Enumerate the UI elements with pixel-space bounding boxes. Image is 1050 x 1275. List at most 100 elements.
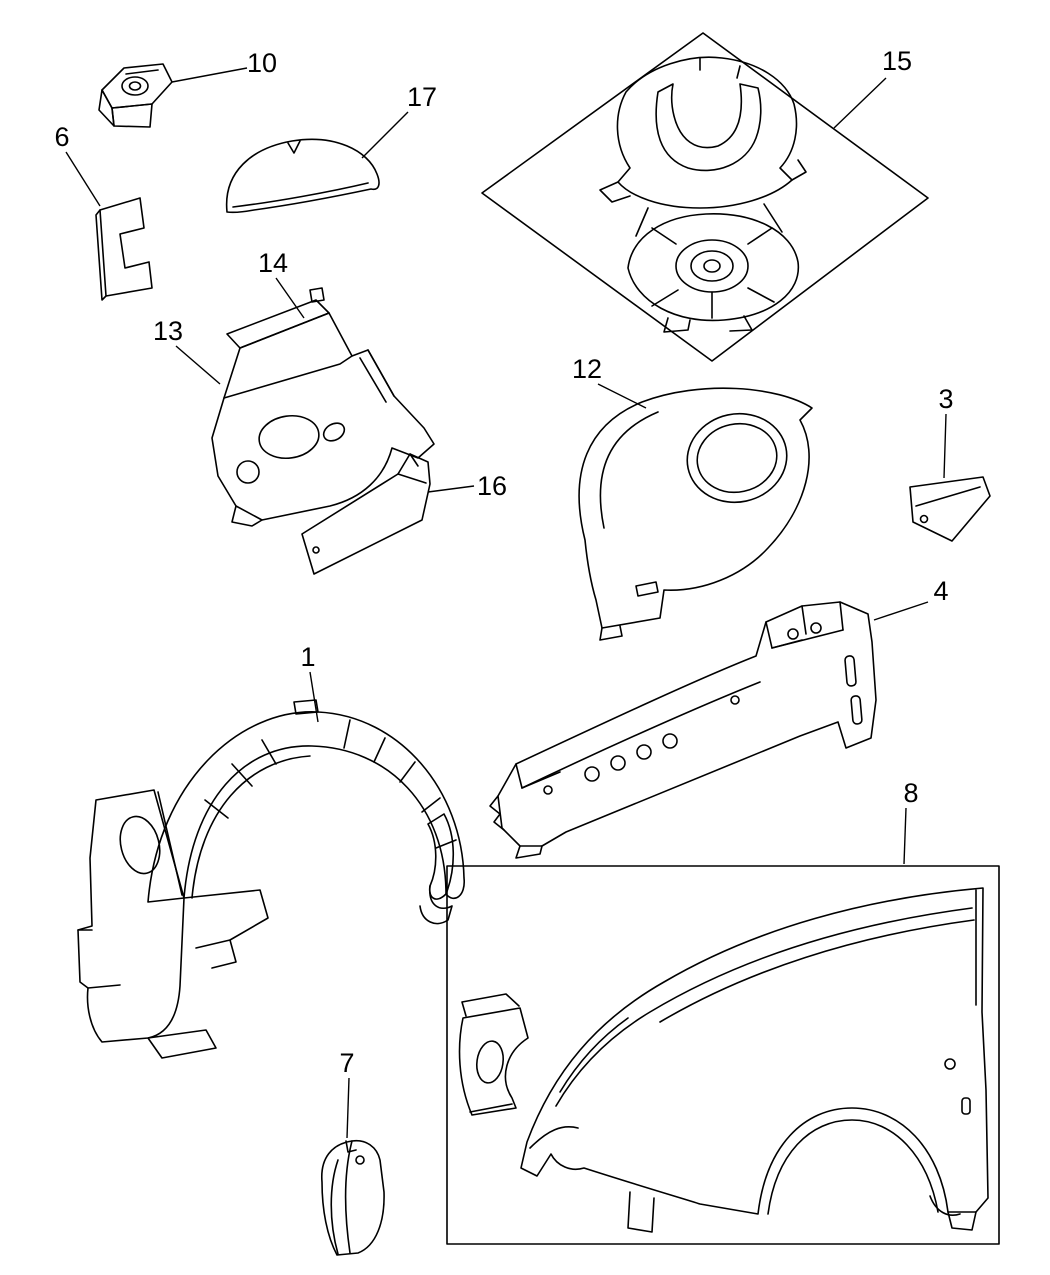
fender-rear-hook-line: [929, 1195, 961, 1216]
liner-tick-3: [261, 739, 277, 765]
callout-17[interactable]: 17: [361, 82, 437, 159]
callout-label[interactable]: 12: [572, 354, 602, 384]
fender-outline: [520, 887, 989, 1215]
wheelhouse-opening: [686, 412, 788, 504]
rail-slot-1: [844, 655, 857, 687]
part-7-corner-bracket-drawing: [321, 1139, 385, 1256]
fender-rear-slot: [961, 1097, 971, 1115]
liner-tick-4: [343, 719, 351, 749]
liner-tick-1: [204, 799, 229, 819]
clip-side-face: [98, 89, 115, 127]
liner-tick-5: [373, 737, 386, 763]
callout-label[interactable]: 7: [339, 1048, 354, 1078]
bracket-channel-line-2: [359, 357, 387, 403]
leader-line: [873, 601, 929, 621]
callout-label[interactable]: 16: [477, 471, 507, 501]
liner-tick-7: [421, 797, 441, 813]
rail-small-hole-1: [543, 785, 553, 795]
mount-spoke-3: [651, 289, 679, 307]
strut-cap-opening: [655, 83, 762, 172]
clip-edge-line: [125, 69, 159, 75]
fender-rear-foot: [947, 1211, 977, 1231]
callout-16[interactable]: 16: [427, 471, 507, 501]
funnel-right-line: [763, 203, 783, 233]
callout-4[interactable]: 4: [873, 576, 949, 621]
rail-bolt-hole-2: [810, 622, 822, 634]
gusset-outline: [909, 476, 991, 542]
fender-bracket-bottom-line: [469, 1103, 513, 1113]
bracket-round-hole: [236, 460, 260, 484]
strut-cap-right-flange: [791, 159, 807, 181]
shield-bottom-edge-line: [232, 182, 369, 208]
rail-rear-line-1: [765, 621, 803, 649]
callout-label[interactable]: 14: [258, 248, 288, 278]
diamond-frame: [481, 32, 929, 362]
callout-13[interactable]: 13: [153, 316, 221, 385]
callout-3[interactable]: 3: [938, 384, 954, 479]
liner-side-panel: [77, 789, 185, 1043]
mount-spoke-2: [747, 227, 773, 245]
shield-top-notch: [287, 140, 301, 154]
bracket-fold-line: [223, 355, 353, 399]
corner-bracket-inner-arc-1: [330, 1159, 339, 1255]
liner-apex-tab: [293, 699, 319, 715]
bracket-bottom-tab: [231, 505, 263, 527]
liner-panel-edge-line: [157, 791, 183, 896]
bracket-small-hole: [322, 422, 346, 442]
fender-bracket-outline: [458, 1007, 529, 1116]
clip-top-face: [101, 63, 173, 109]
liner-tick-6: [399, 761, 416, 783]
mount-hub: [703, 259, 721, 273]
leader-line: [275, 277, 305, 319]
leader-line: [65, 151, 101, 207]
callout-label[interactable]: 13: [153, 316, 183, 346]
rail-flange-line-1: [515, 763, 561, 789]
rail-hole-2: [610, 755, 626, 771]
fender-inner-nose-line: [559, 1017, 629, 1093]
strut-cap-rib-2: [736, 65, 741, 79]
leader-line: [597, 383, 647, 409]
fender-antenna-hole: [944, 1058, 956, 1070]
callout-15[interactable]: 15: [833, 46, 912, 129]
callout-label[interactable]: 3: [938, 384, 953, 414]
part-15-strut-tower-kit-drawing: [481, 32, 929, 362]
strut-cap-outline: [616, 56, 798, 209]
callout-label[interactable]: 15: [882, 46, 912, 76]
rail-small-hole-2: [730, 695, 740, 705]
corner-bracket-outline: [321, 1139, 385, 1256]
mount-outline: [627, 213, 800, 322]
callout-7[interactable]: 7: [339, 1048, 355, 1139]
leader-line: [903, 807, 907, 865]
liner-tick-2: [231, 763, 253, 787]
part-16-extension-plate-drawing: [301, 453, 431, 575]
fender-bracket-top-tab: [461, 993, 520, 1017]
bracket-large-hole: [258, 414, 320, 460]
wheelhouse-opening-inner: [696, 422, 778, 494]
rail-bolt-hole-1: [787, 628, 799, 640]
clip-front-face: [111, 103, 153, 128]
bracket-channel-line-1: [367, 349, 395, 397]
callout-label[interactable]: 10: [247, 48, 277, 78]
callout-1[interactable]: 1: [300, 642, 319, 723]
callout-6[interactable]: 6: [54, 122, 101, 207]
wheelhouse-contour-line: [599, 411, 659, 529]
callout-label[interactable]: 1: [300, 642, 315, 672]
callout-label[interactable]: 17: [407, 82, 437, 112]
callout-10[interactable]: 10: [171, 48, 277, 83]
fender-box-frame: [446, 865, 1000, 1245]
part-4-frame-rail-drawing: [489, 601, 877, 859]
callout-label[interactable]: 6: [54, 122, 69, 152]
liner-right-hook: [427, 813, 455, 900]
rail-flange-line-2: [521, 681, 761, 789]
leader-line: [171, 67, 248, 83]
callout-label[interactable]: 8: [903, 778, 918, 808]
part-10-retainer-clip-drawing: [98, 63, 173, 128]
callout-12[interactable]: 12: [572, 354, 647, 409]
bracket-body-outline: [211, 312, 435, 521]
callout-14[interactable]: 14: [258, 248, 305, 319]
callout-8[interactable]: 8: [903, 778, 919, 865]
rail-rear-line-2: [801, 605, 807, 635]
callout-label[interactable]: 4: [933, 576, 948, 606]
